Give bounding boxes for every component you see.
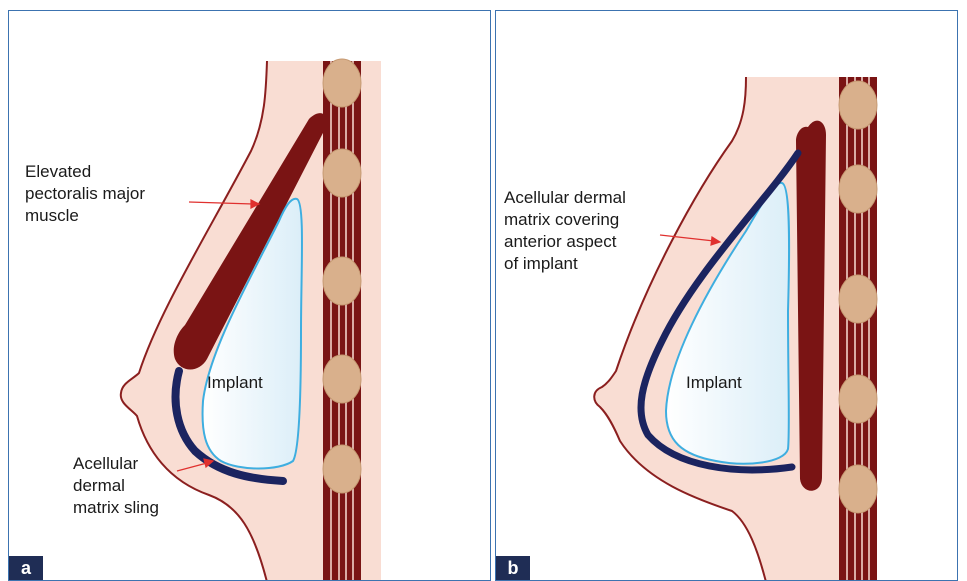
- muscle-label-line-2: pectoralis major: [25, 183, 145, 205]
- pectoralis-muscle: [796, 121, 826, 491]
- panel-a: Elevated pectoralis major muscle Acellul…: [8, 10, 491, 581]
- sling-label: Acellular dermal matrix sling: [73, 453, 159, 519]
- sling-label-line-3: matrix sling: [73, 497, 159, 519]
- panel-letter-b: b: [496, 556, 530, 580]
- panel-b-diagram: [496, 11, 958, 581]
- chest-wall: [323, 61, 361, 581]
- implant-label: Implant: [686, 373, 742, 393]
- matrix-label: Acellular dermal matrix covering anterio…: [504, 187, 626, 275]
- matrix-label-line-1: Acellular dermal: [504, 187, 626, 209]
- panel-b: Acellular dermal matrix covering anterio…: [495, 10, 958, 581]
- matrix-label-line-4: of implant: [504, 253, 626, 275]
- muscle-label-line-3: muscle: [25, 205, 145, 227]
- panel-letter-a: a: [9, 556, 43, 580]
- muscle-label-line-1: Elevated: [25, 161, 145, 183]
- sling-label-line-1: Acellular: [73, 453, 159, 475]
- implant-label: Implant: [207, 373, 263, 393]
- matrix-label-line-2: matrix covering: [504, 209, 626, 231]
- muscle-label: Elevated pectoralis major muscle: [25, 161, 145, 227]
- matrix-label-line-3: anterior aspect: [504, 231, 626, 253]
- sling-label-line-2: dermal: [73, 475, 159, 497]
